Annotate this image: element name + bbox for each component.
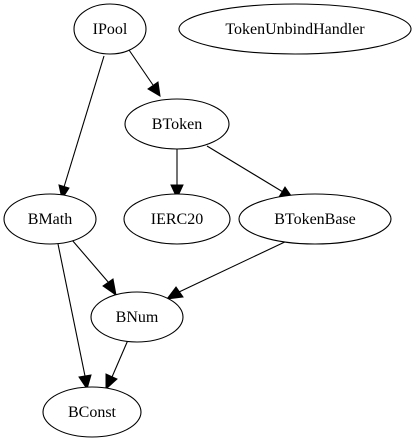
edge-bmath-bconst bbox=[57, 243, 92, 391]
node-label-tokenunbindhandler: TokenUnbindHandler bbox=[225, 21, 365, 38]
node-ipool: IPool bbox=[73, 3, 147, 55]
edge-bmath-bnum bbox=[71, 239, 117, 297]
edge-btokenbase-bnum bbox=[165, 239, 290, 300]
node-bconst: BConst bbox=[42, 386, 142, 438]
node-label-bmath: BMath bbox=[28, 211, 72, 228]
node-ierc20: IERC20 bbox=[123, 193, 231, 245]
node-label-bconst: BConst bbox=[68, 404, 117, 421]
node-bnum: BNum bbox=[90, 291, 184, 343]
edge-ipool-btoken bbox=[128, 49, 161, 97]
node-tokenunbindhandler: TokenUnbindHandler bbox=[178, 3, 412, 55]
node-label-btokenbase: BTokenBase bbox=[274, 211, 356, 228]
node-bmath: BMath bbox=[3, 193, 97, 245]
edge-ipool-bmath bbox=[58, 55, 105, 201]
edge-bnum-bconst bbox=[105, 339, 129, 391]
node-btoken: BToken bbox=[124, 98, 230, 150]
node-label-ipool: IPool bbox=[93, 21, 128, 38]
edge-btoken-ierc20 bbox=[170, 149, 184, 200]
edge-btoken-btokenbase bbox=[206, 145, 296, 201]
node-label-ierc20: IERC20 bbox=[151, 211, 203, 228]
node-label-bnum: BNum bbox=[116, 309, 159, 326]
node-btokenbase: BTokenBase bbox=[238, 193, 392, 245]
node-label-btoken: BToken bbox=[152, 116, 202, 133]
graph-nodes: IPool TokenUnbindHandler BToken BMath IE… bbox=[3, 3, 412, 438]
